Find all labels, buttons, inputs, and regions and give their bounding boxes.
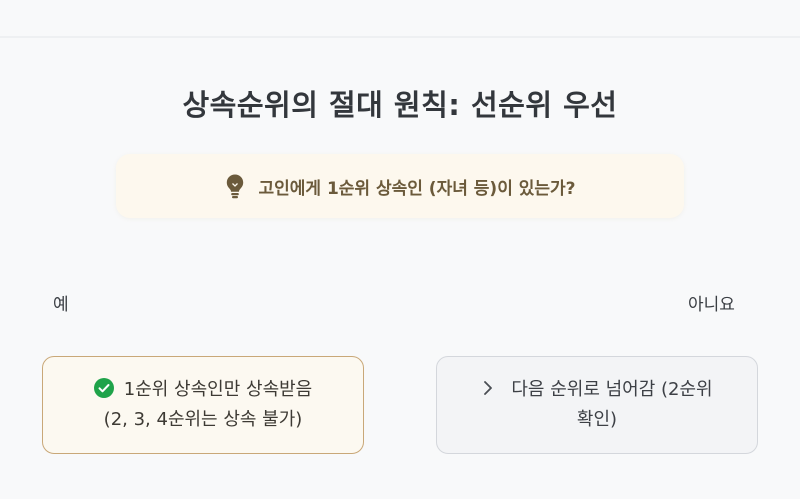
chevron-right-icon — [481, 377, 495, 395]
divider — [0, 36, 800, 38]
page-title: 상속순위의 절대 원칙: 선순위 우선 — [182, 88, 618, 122]
branch-label-no: 아니요 — [688, 295, 735, 315]
result-yes-box: 1순위 상속인만 상속받음 (2, 3, 4순위는 상속 불가) — [42, 356, 364, 454]
result-no-line2: 확인) — [576, 409, 618, 430]
result-no-line1: 다음 순위로 넘어감 (2순위 — [481, 375, 713, 405]
result-yes-text1: 1순위 상속인만 상속받음 — [123, 379, 313, 400]
check-circle-icon — [93, 378, 114, 398]
result-no-text1: 다음 순위로 넘어감 (2순위 — [511, 379, 713, 400]
result-no-box: 다음 순위로 넘어감 (2순위 확인) — [436, 356, 758, 454]
question-box: 고인에게 1순위 상속인 (자녀 등)이 있는가? — [116, 154, 684, 218]
result-yes-line2: (2, 3, 4순위는 상속 불가) — [103, 409, 303, 430]
branch-label-yes: 예 — [53, 295, 69, 315]
question-text: 고인에게 1순위 상속인 (자녀 등)이 있는가? — [258, 178, 576, 199]
lightbulb-icon — [224, 173, 246, 199]
result-yes-line1: 1순위 상속인만 상속받음 — [93, 375, 313, 405]
